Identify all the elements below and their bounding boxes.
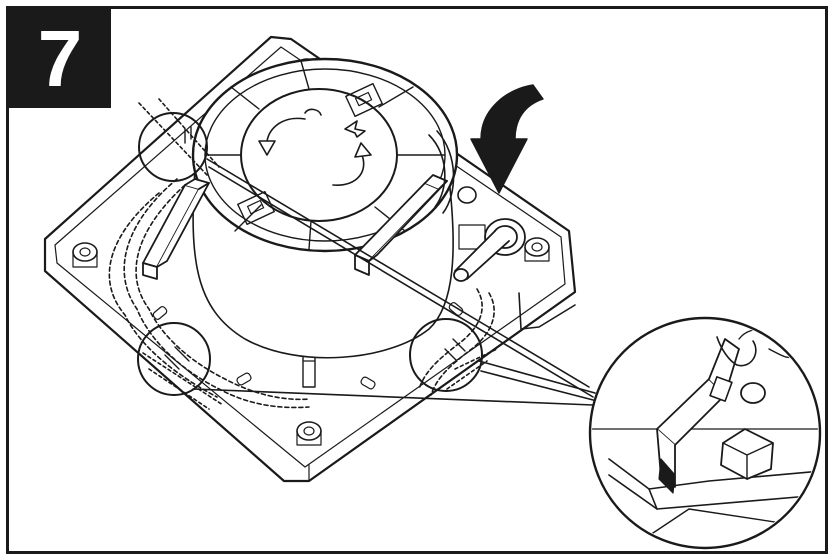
push-direction-arrow-icon bbox=[470, 84, 544, 194]
assembly-diagram bbox=[43, 35, 822, 550]
screw-boss-right bbox=[524, 237, 550, 262]
impeller-grille bbox=[191, 57, 459, 253]
cable-routing-dashes bbox=[108, 98, 498, 410]
step-number-badge: 7 bbox=[9, 9, 111, 108]
clip-detail-zoom bbox=[588, 316, 822, 550]
screw-boss-bottom bbox=[296, 421, 322, 446]
leader-lines bbox=[192, 158, 598, 406]
clip-highlight-circles bbox=[137, 112, 483, 396]
rotation-arrows-icon bbox=[258, 108, 372, 186]
power-cable bbox=[453, 218, 526, 282]
retaining-bar-left bbox=[142, 178, 210, 280]
instruction-panel: 7 bbox=[6, 6, 828, 554]
retaining-bar-right bbox=[354, 130, 455, 276]
step-number: 7 bbox=[37, 13, 83, 103]
screw-boss-left bbox=[72, 242, 98, 268]
